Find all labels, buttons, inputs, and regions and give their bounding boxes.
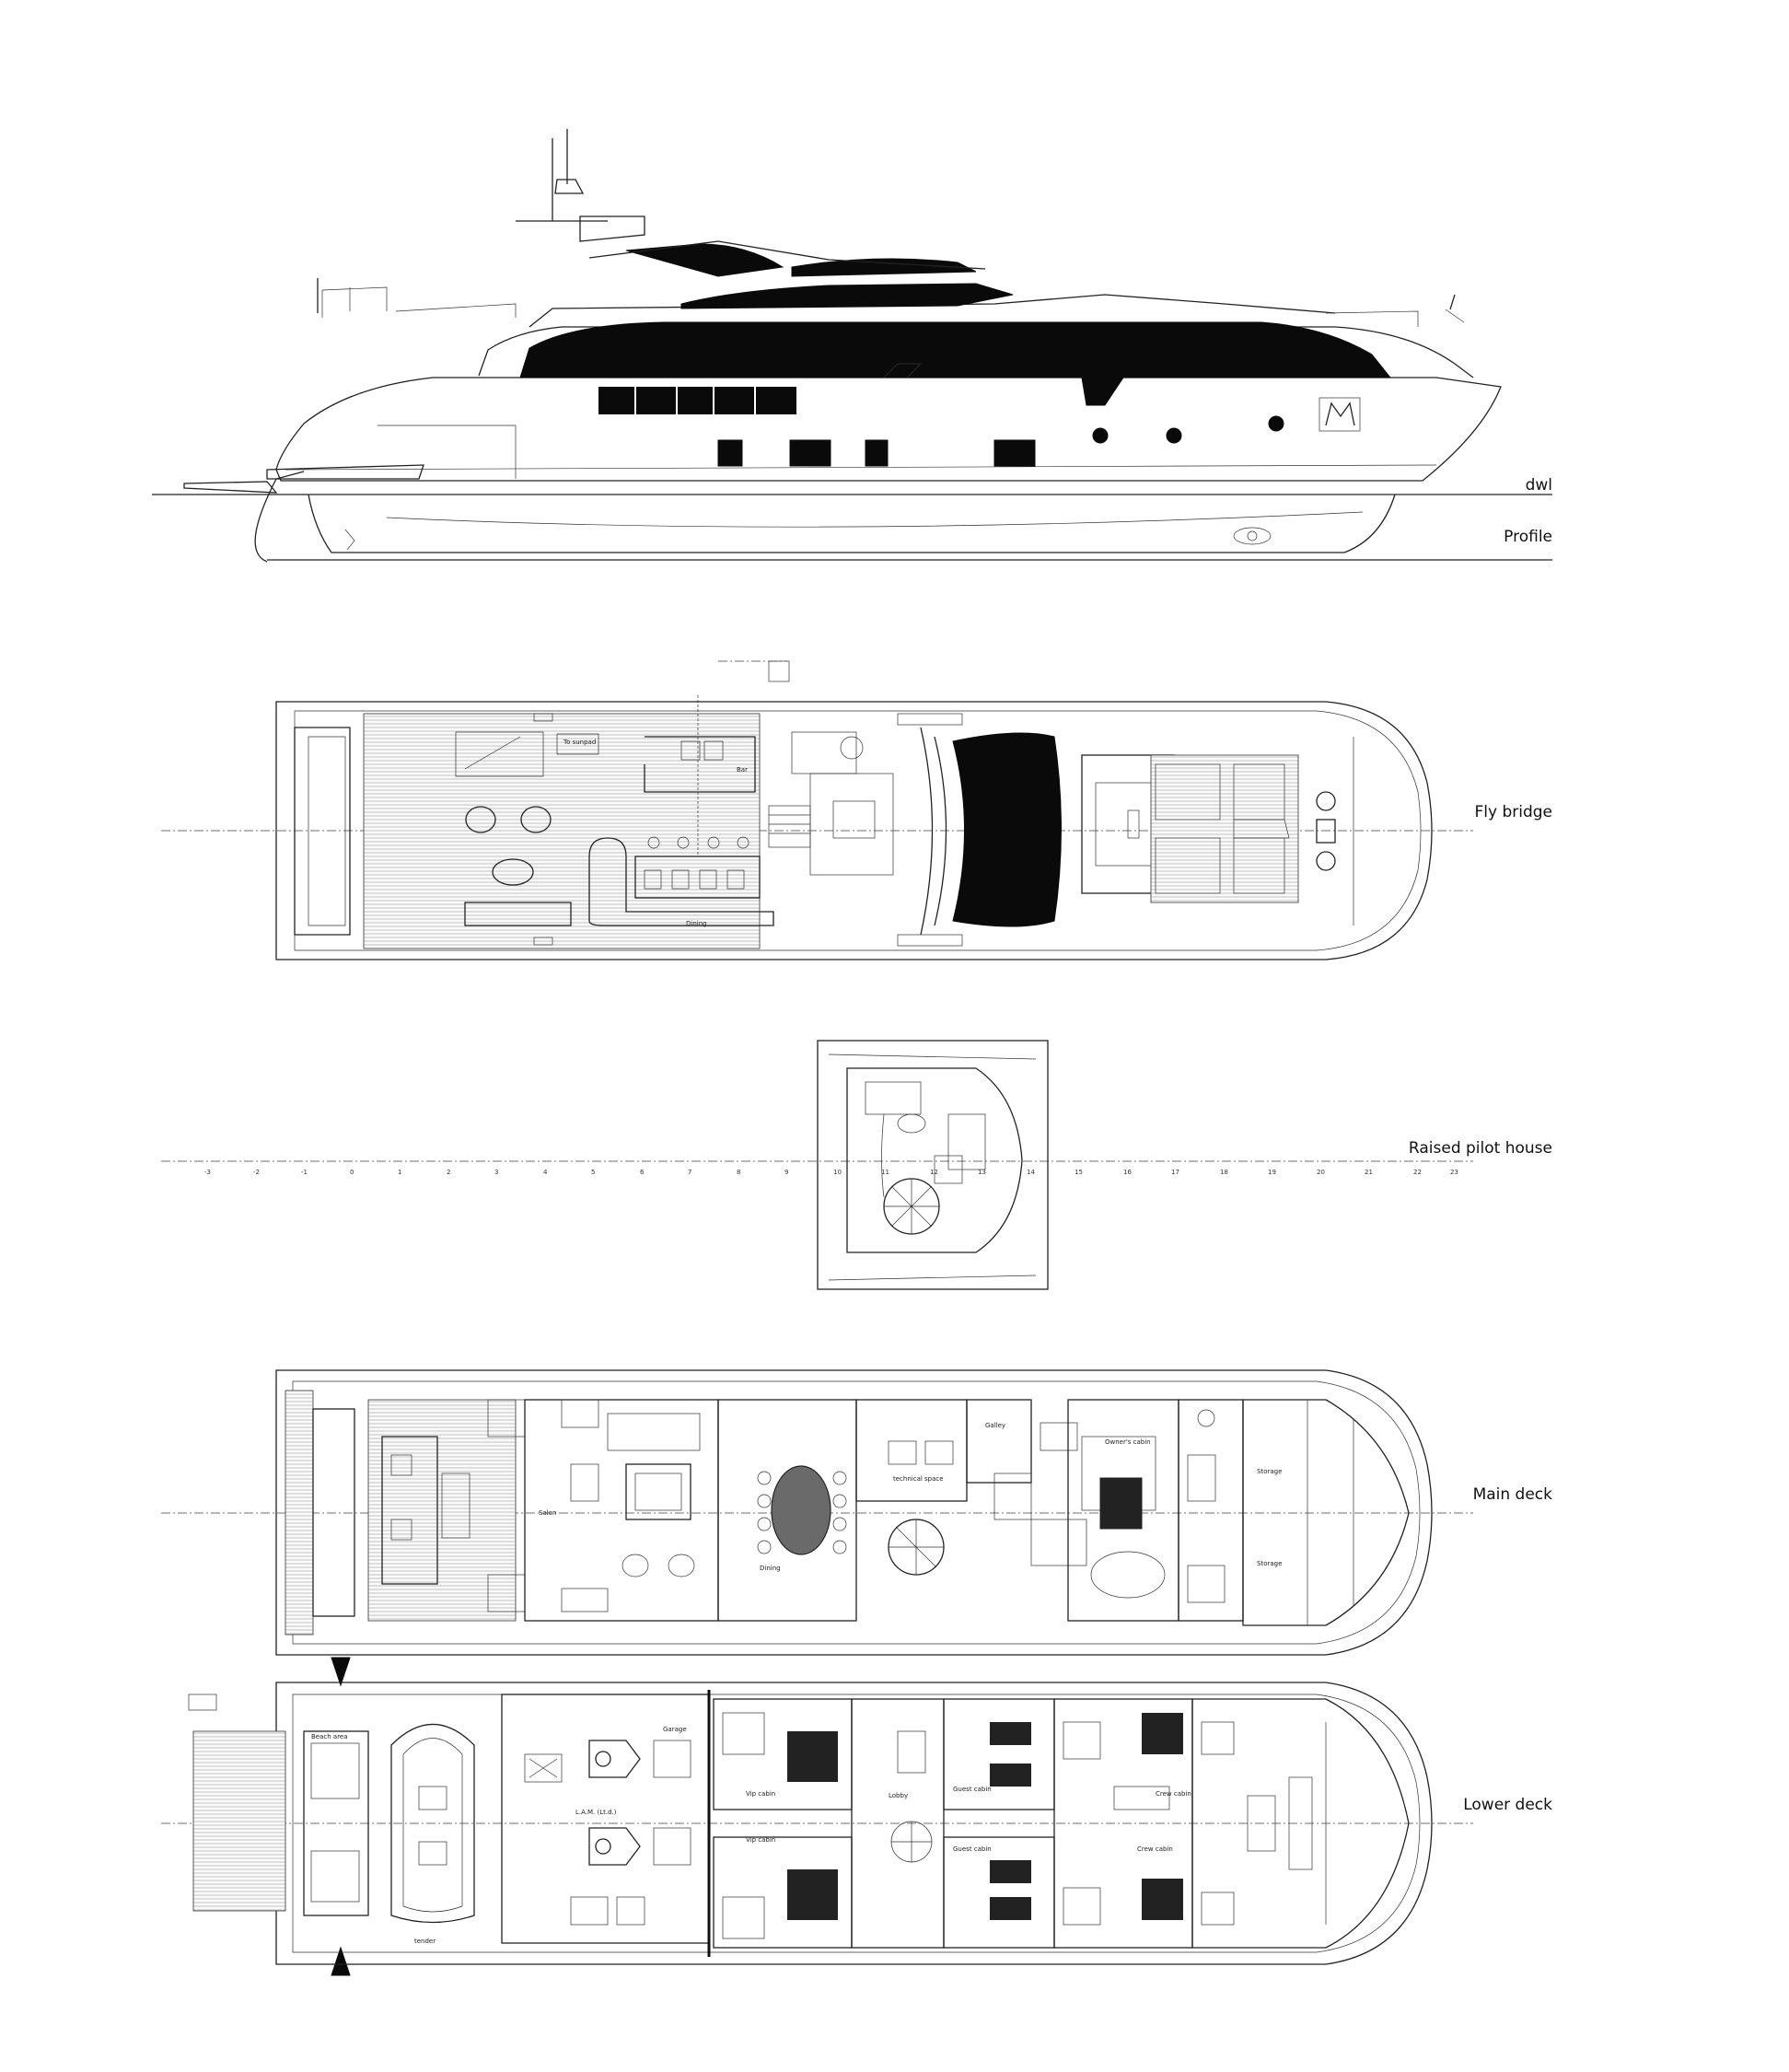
profile-label: Profile	[1504, 528, 1552, 546]
svg-text:-1: -1	[301, 1169, 308, 1176]
svg-text:20: 20	[1317, 1169, 1325, 1176]
svg-text:16: 16	[1123, 1169, 1132, 1176]
svg-text:2: 2	[447, 1169, 450, 1176]
porthole	[1268, 415, 1284, 432]
beach-platform	[192, 1730, 286, 1912]
technical-space-label: technical space	[893, 1475, 944, 1483]
hull-window	[789, 439, 831, 467]
svg-text:-3: -3	[204, 1169, 211, 1176]
vip-cabin-label: Vip cabin	[746, 1790, 775, 1798]
main-deck-label: Main deck	[1473, 1485, 1553, 1504]
fly-bridge-plan: To sunpad Dining Bar	[161, 660, 1552, 960]
frame-station-ticks: -3 -2 -1 0 1 2 3 4 5 6 7 8 9 10 11 12 13…	[204, 1169, 1458, 1176]
svg-text:-2: -2	[253, 1169, 260, 1176]
svg-text:6: 6	[640, 1169, 645, 1176]
porthole	[1092, 427, 1109, 444]
foredeck-teak	[1150, 754, 1299, 903]
svg-text:11: 11	[881, 1169, 889, 1176]
svg-text:18: 18	[1220, 1169, 1228, 1176]
guest-cabin-label-2: Guest cabin	[953, 1845, 992, 1853]
svg-text:10: 10	[833, 1169, 842, 1176]
hull-logo	[1319, 397, 1361, 432]
svg-text:12: 12	[930, 1169, 938, 1176]
fly-bar-label: Bar	[737, 766, 748, 774]
svg-text:7: 7	[688, 1169, 691, 1176]
svg-text:13: 13	[978, 1169, 986, 1176]
dining-table	[771, 1465, 831, 1555]
svg-text:15: 15	[1075, 1169, 1083, 1176]
crew-cabin-label-2: Crew cabin	[1137, 1845, 1173, 1853]
beach-area-label: Beach area	[311, 1733, 348, 1740]
svg-text:To sunpad: To sunpad	[563, 739, 596, 746]
svg-text:23: 23	[1450, 1169, 1458, 1176]
tender-label: tender	[414, 1938, 436, 1945]
svg-text:22: 22	[1413, 1169, 1422, 1176]
fly-dining-label: Dining	[686, 920, 707, 927]
hull-window	[865, 439, 889, 467]
lower-deck-plan: Beach area tender Garage L.A.M. (Lt.d.) …	[161, 1657, 1552, 1976]
guest-cabin-label: Guest cabin	[953, 1786, 992, 1793]
main-deck-plan: Salon Dining technical space Galley	[161, 1369, 1553, 1656]
section-arrow	[331, 1657, 351, 1687]
lower-deck-label: Lower deck	[1463, 1796, 1552, 1814]
dwl-label: dwl	[1526, 476, 1552, 495]
svg-text:3: 3	[494, 1169, 498, 1176]
svg-text:5: 5	[591, 1169, 595, 1176]
vip-cabin-label-2: Vip cabin	[746, 1836, 775, 1844]
svg-text:4: 4	[543, 1169, 548, 1176]
salon-windows	[598, 387, 796, 414]
storage-label-2: Storage	[1257, 1560, 1282, 1567]
main-dining-label: Dining	[760, 1565, 781, 1572]
lam-label: L.A.M. (Lt.d.)	[575, 1809, 617, 1816]
galley-label: Galley	[985, 1422, 1005, 1429]
fly-bridge-label: Fly bridge	[1474, 803, 1552, 821]
porthole	[1166, 427, 1182, 444]
raised-pilot-house-plan: -3 -2 -1 0 1 2 3 4 5 6 7 8 9 10 11 12 13…	[161, 1040, 1473, 1290]
svg-text:14: 14	[1027, 1169, 1035, 1176]
raised-pilot-house-label: Raised pilot house	[1409, 1139, 1552, 1158]
garage-label: Garage	[663, 1726, 687, 1733]
section-arrow	[331, 1946, 351, 1976]
hull-window	[993, 439, 1036, 467]
pilot-house-roof	[952, 732, 1062, 927]
svg-text:8: 8	[737, 1169, 740, 1176]
svg-text:0: 0	[350, 1169, 354, 1176]
svg-text:1: 1	[398, 1169, 401, 1176]
storage-label: Storage	[1257, 1468, 1282, 1475]
svg-text:21: 21	[1365, 1169, 1373, 1176]
svg-text:9: 9	[784, 1169, 788, 1176]
owners-cabin-label: Owner's cabin	[1105, 1438, 1151, 1446]
lobby-label: Lobby	[889, 1792, 908, 1799]
salon-label: Salon	[539, 1509, 556, 1517]
hull-window	[717, 439, 743, 467]
fly-teak-deck	[363, 713, 761, 949]
svg-text:19: 19	[1268, 1169, 1276, 1176]
svg-text:17: 17	[1171, 1169, 1179, 1176]
crew-cabin-label: Crew cabin	[1156, 1790, 1191, 1798]
profile-view: dwl Profile	[152, 129, 1552, 563]
